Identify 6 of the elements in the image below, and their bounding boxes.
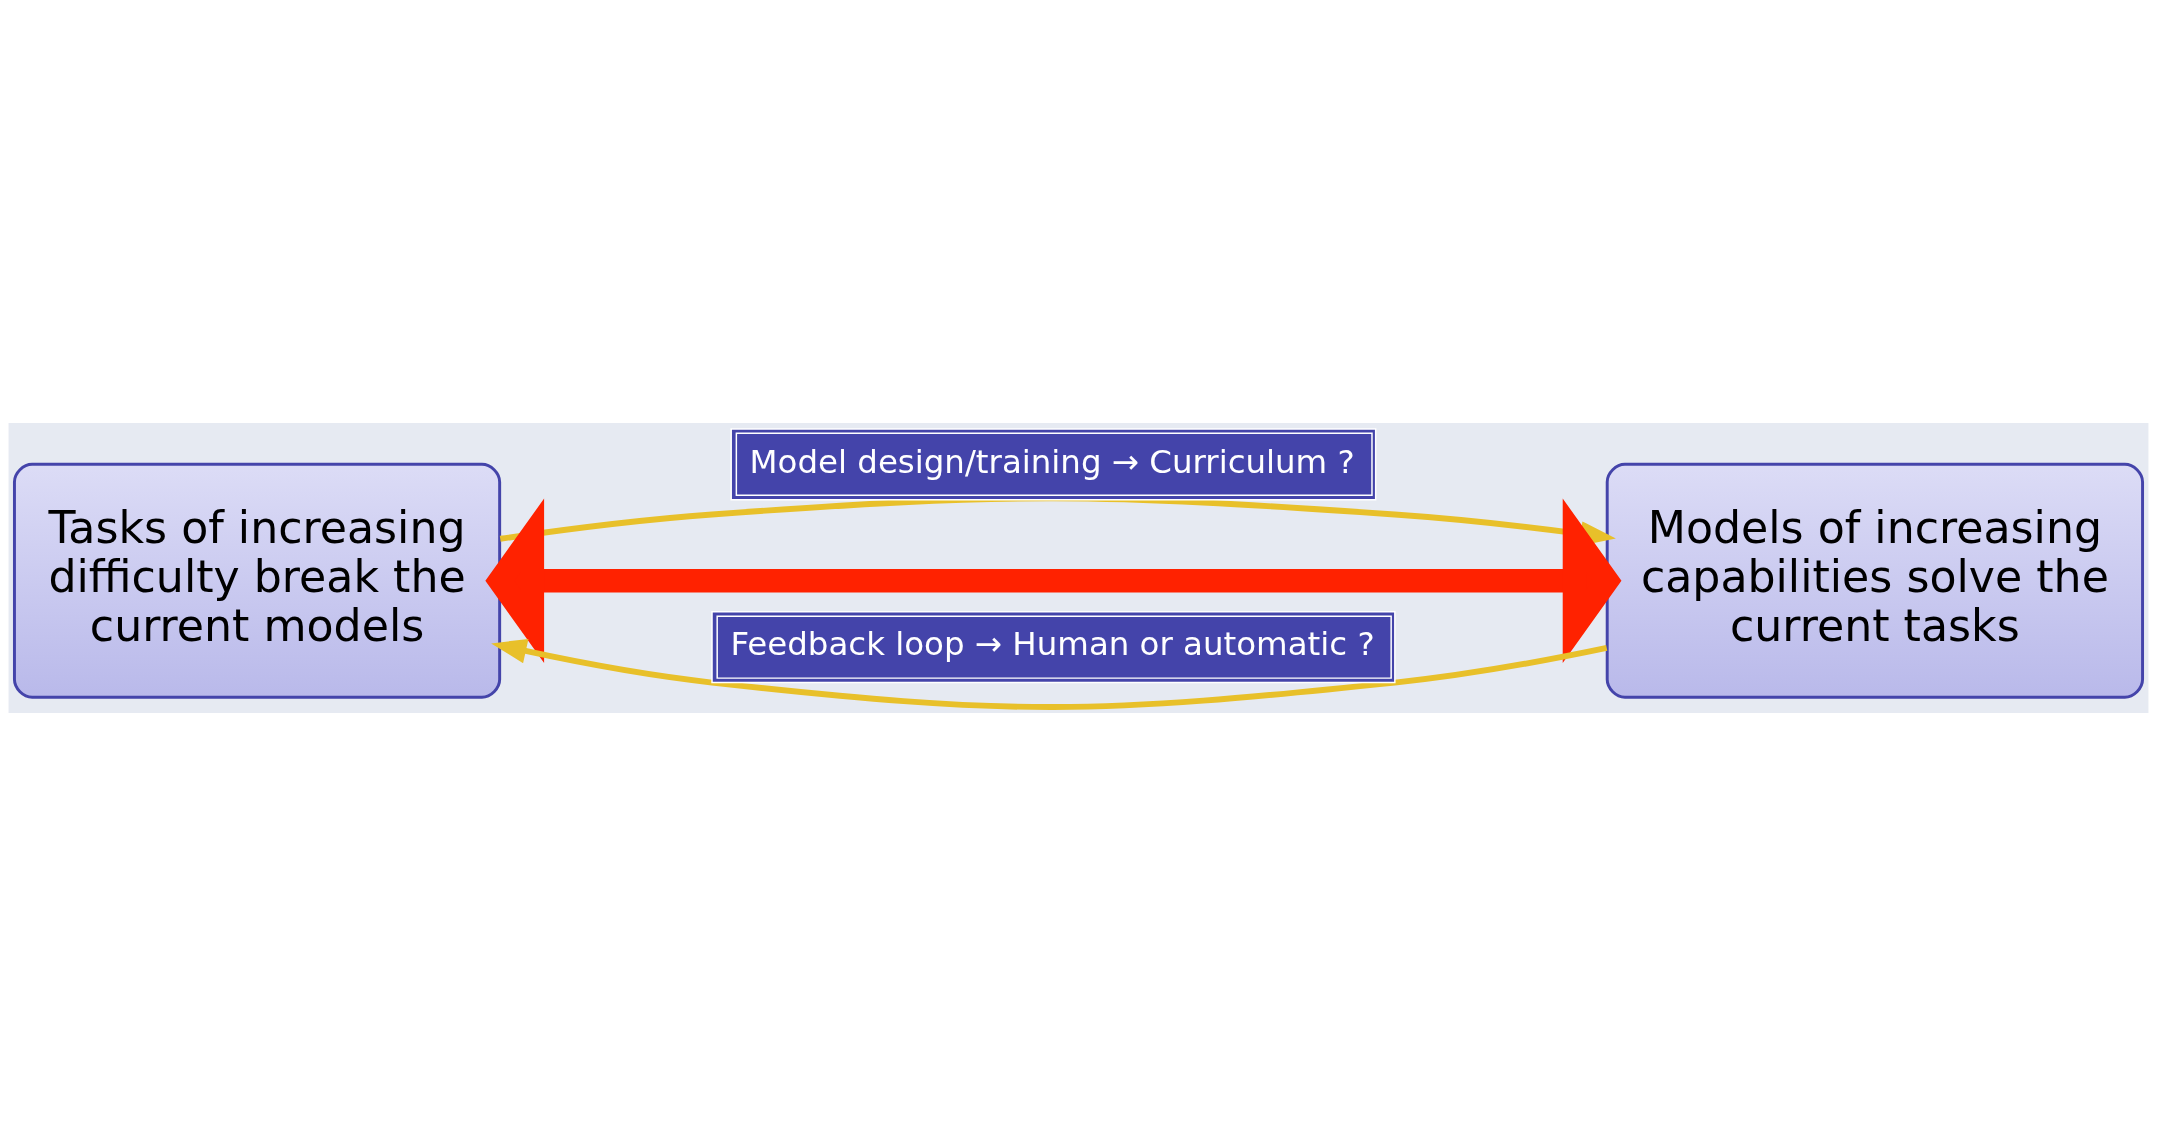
node-box: Models of increasing capabilities solve the current tasks (1605, 462, 2145, 699)
edge-label: Model design/training → Curriculum ? (749, 442, 1355, 481)
arrow (491, 638, 1608, 710)
node-box: Tasks of increasing difficulty break the current models (12, 462, 502, 699)
arrow (485, 498, 1622, 663)
edge-label: Feedback loop → Human or automatic ? (730, 624, 1375, 663)
